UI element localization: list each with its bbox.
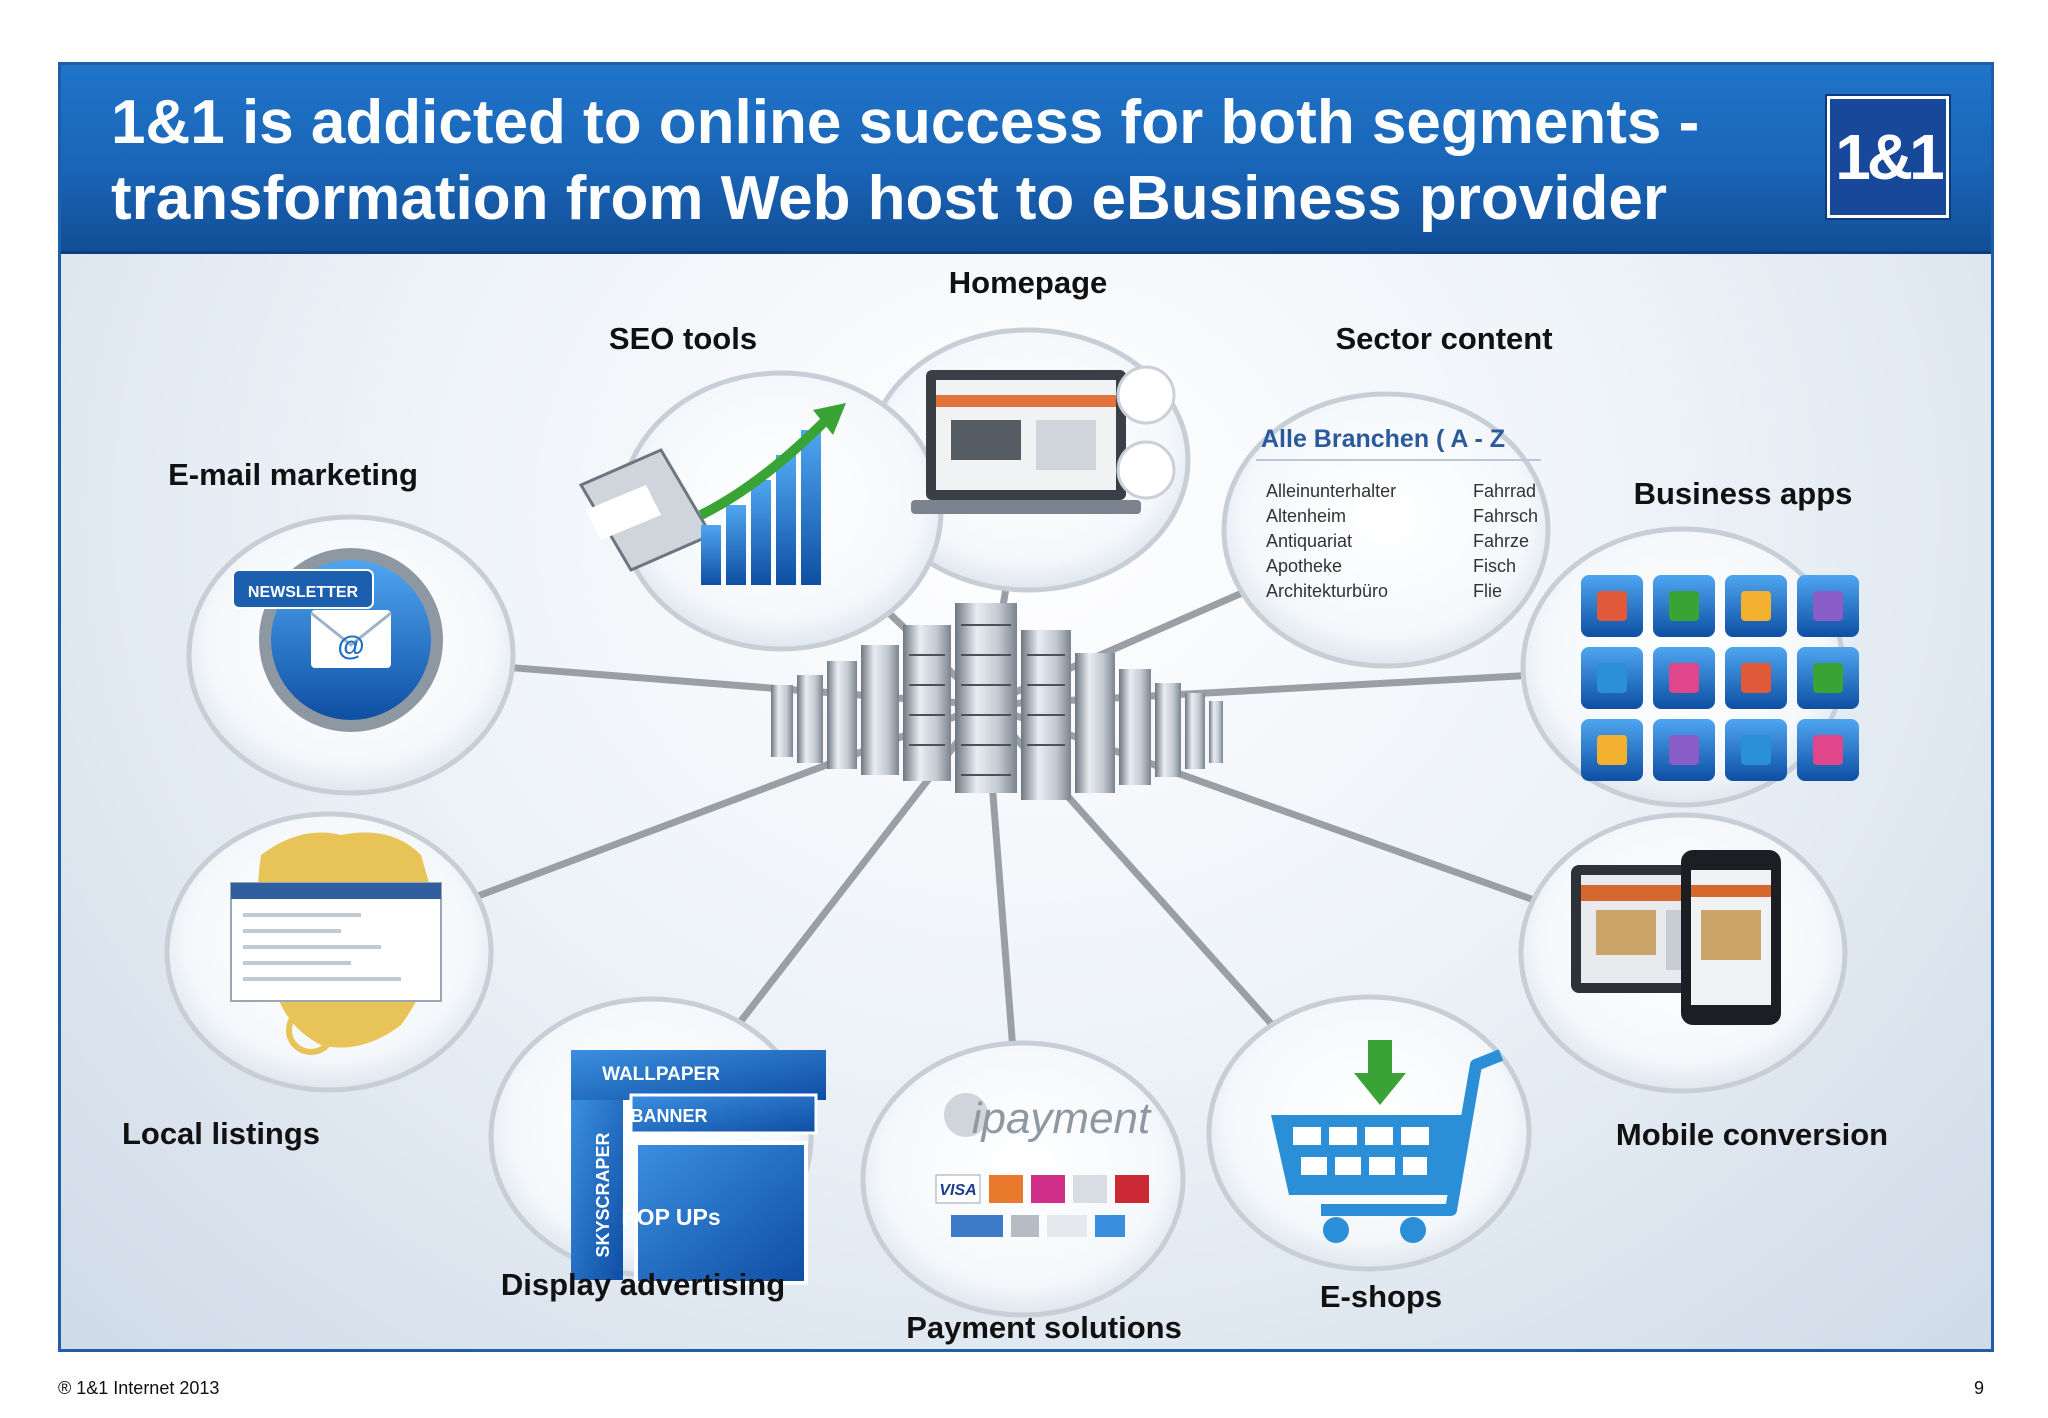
label-seo-tools: SEO tools [608,321,758,356]
app-tile-glyph [1813,735,1843,765]
slide-frame: 1&1 is addicted to online success for bo… [58,62,1994,1352]
label-payment-solutions: Payment solutions [906,1310,1182,1345]
svg-text:NEWSLETTER: NEWSLETTER [248,584,359,601]
ad-formats-icon: WALLPAPER BANNER SKYSCRAPER POP UPs [571,1050,826,1285]
app-tile-glyph [1669,663,1699,693]
brand-logo: 1&1 [1827,96,1949,218]
svg-text:Alle Branchen ( A - Z: Alle Branchen ( A - Z [1261,425,1505,453]
app-tile-glyph [1669,735,1699,765]
label-business-apps: Business apps [1633,476,1853,511]
svg-text:WALLPAPER: WALLPAPER [602,1064,720,1085]
svg-text:Fahrrad: Fahrrad [1473,481,1536,501]
svg-text:SKYSCRAPER: SKYSCRAPER [593,1132,613,1257]
server-rack-icon [771,603,1223,800]
label-local-listings: Local listings [121,1116,321,1151]
logo-text: 1&1 [1835,121,1944,193]
svg-text:ipayment: ipayment [972,1094,1152,1143]
hub-diagram: Alle Branchen ( A - Z Alleinunterhalter … [164,327,1859,1318]
label-mobile-conversion: Mobile conversion [1615,1117,1889,1152]
header-bar: 1&1 is addicted to online success for bo… [61,65,1991,254]
directory-list-icon: Alle Branchen ( A - Z Alleinunterhalter … [1256,425,1541,601]
app-tile-glyph [1741,663,1771,693]
svg-text:VISA: VISA [939,1182,976,1199]
svg-text:Fahrsch: Fahrsch [1473,506,1538,526]
app-tile-glyph [1813,663,1843,693]
svg-text:@: @ [337,630,364,661]
label-homepage: Homepage [948,265,1108,300]
app-tile-glyph [1741,591,1771,621]
app-tile-glyph [1741,735,1771,765]
app-tile-glyph [1597,735,1627,765]
shopping-cart-icon [1271,1040,1504,1243]
local-map-icon [230,832,442,1055]
svg-text:Fisch: Fisch [1473,556,1516,576]
svg-text:Apotheke: Apotheke [1266,556,1342,576]
title-line-2: transformation from Web host to eBusines… [111,164,1667,233]
seo-chart-laptop-icon [578,403,846,585]
app-tile-glyph [1597,591,1627,621]
app-tile-glyph [1813,591,1843,621]
label-email-marketing: E-mail marketing [168,457,418,492]
label-sector-content: Sector content [1335,321,1553,356]
svg-text:Antiquariat: Antiquariat [1266,531,1352,551]
svg-text:Alleinunterhalter: Alleinunterhalter [1266,481,1396,501]
label-e-shops: E-shops [1319,1279,1443,1314]
svg-text:Flie: Flie [1473,581,1502,601]
laptop-homepage-icon [911,365,1176,514]
svg-text:Altenheim: Altenheim [1266,506,1346,526]
newsletter-icon: @ NEWSLETTER [232,548,443,732]
page-number: 9 [1973,1378,1984,1398]
app-grid-icon [1581,575,1859,781]
svg-text:BANNER: BANNER [630,1106,707,1126]
app-tile-glyph [1669,591,1699,621]
title-line-1: 1&1 is addicted to online success for bo… [111,88,1700,157]
app-tile-glyph [1597,663,1627,693]
label-display-advertising: Display advertising [500,1267,786,1302]
bubble-sector-content [1221,391,1551,669]
payment-cards-icon: ipayment VISA [935,1093,1152,1237]
mobile-devices-icon [1571,850,1781,1025]
svg-text:Fahrze: Fahrze [1473,531,1529,551]
svg-text:POP UPs: POP UPs [621,1204,720,1230]
svg-text:Architekturbüro: Architekturbüro [1266,581,1388,601]
footer-copyright: ® 1&1 Internet 2013 [58,1378,220,1398]
slide-title: 1&1 is addicted to online success for bo… [111,85,1831,237]
